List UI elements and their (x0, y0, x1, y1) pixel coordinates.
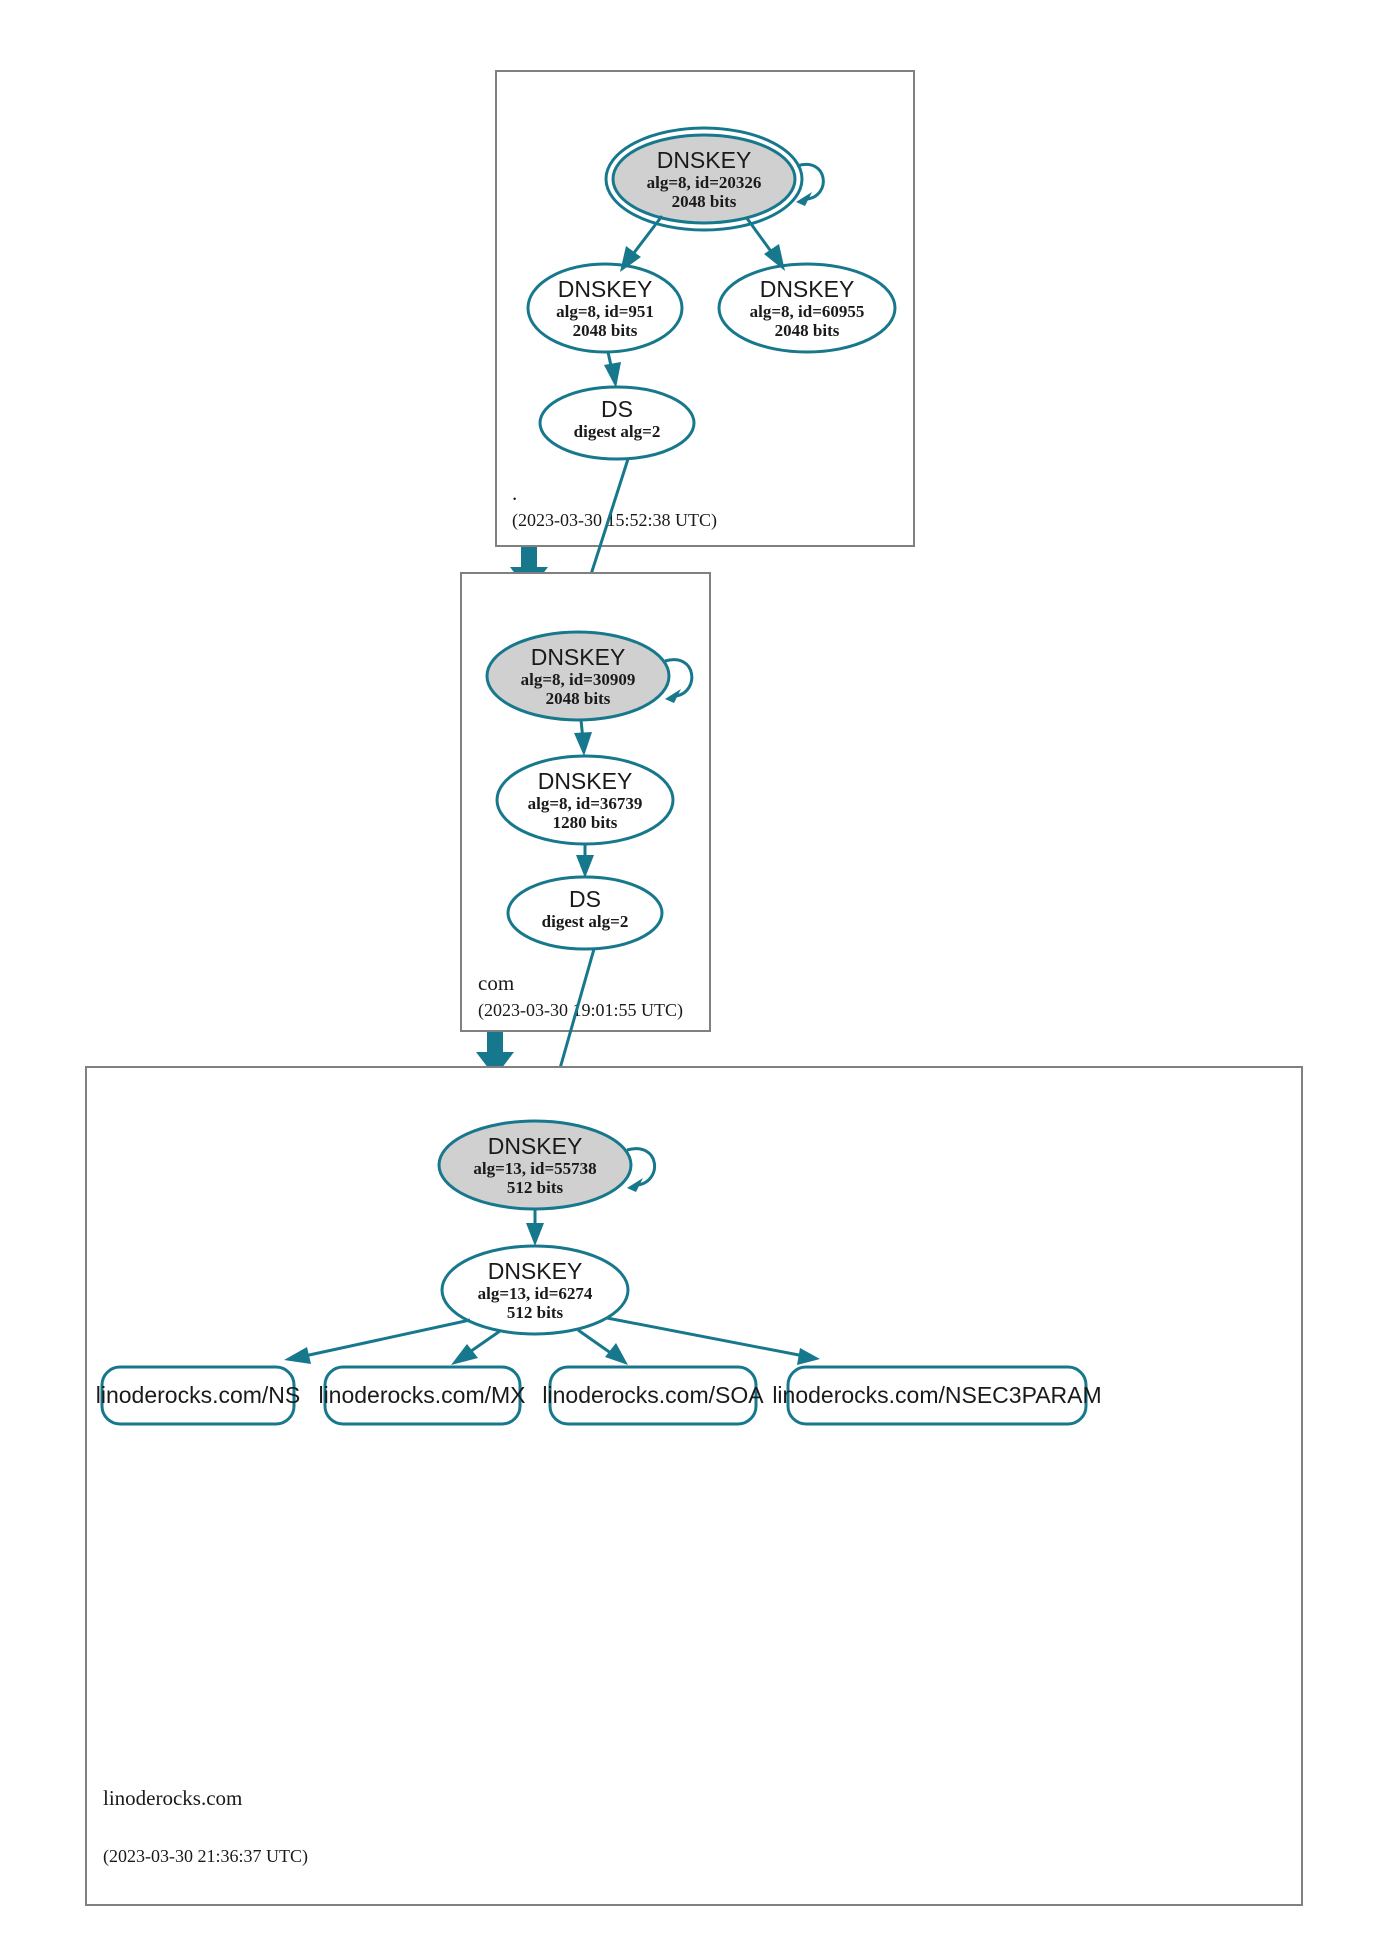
node-root-zsk-60955[interactable]: DNSKEY alg=8, id=60955 2048 bits (717, 262, 897, 354)
edge-lrksk-to-lrzsk (526, 1209, 544, 1246)
dnskey-sep-ellipse (485, 630, 671, 722)
node-title: DNSKEY (558, 276, 653, 302)
dnskey-sep-ellipse (611, 133, 797, 225)
rrset-box (548, 1365, 758, 1426)
node-com-ds[interactable]: DS digest alg=2 (506, 875, 664, 951)
rrset-label: linoderocks.com/NS (96, 1382, 301, 1408)
rrset-box (100, 1365, 296, 1426)
rrset-node-nsec3param[interactable]: linoderocks.com/NSEC3PARAM (772, 1365, 1102, 1426)
rrset-box (323, 1365, 522, 1426)
node-line2: digest alg=2 (574, 422, 661, 441)
delegation-com-to-linoderocks (476, 1032, 514, 1077)
self-sign-loop-edge (626, 1147, 656, 1187)
node-line2: alg=8, id=951 (556, 302, 654, 321)
dnskey-ellipse (717, 262, 897, 354)
node-line3: 2048 bits (546, 689, 611, 708)
zone-timestamp: (2023-03-30 19:01:55 UTC) (478, 1000, 683, 1021)
node-line2: digest alg=2 (542, 912, 629, 931)
edge-lrzsk-to-mx (451, 1329, 501, 1365)
node-title: DS (601, 396, 633, 422)
rrset-node-mx[interactable]: linoderocks.com/MX (318, 1365, 526, 1426)
trust-anchor-outer-ellipse (604, 126, 804, 232)
edge-rootksk-to-zsk60955 (744, 216, 785, 271)
edge-comksk-to-comzsk (574, 719, 592, 756)
dnskey-ellipse (526, 262, 684, 354)
zone-label: . (512, 481, 517, 505)
node-title: DNSKEY (538, 768, 633, 794)
zone-label: com (478, 971, 514, 995)
node-com-zsk[interactable]: DNSKEY alg=8, id=36739 1280 bits (495, 754, 675, 846)
ds-ellipse (538, 385, 696, 461)
edge-lrzsk-to-soa (577, 1328, 628, 1365)
node-line2: alg=8, id=30909 (521, 670, 636, 689)
node-line3: 1280 bits (553, 813, 618, 832)
node-line2: alg=8, id=36739 (528, 794, 643, 813)
node-line2: alg=8, id=60955 (750, 302, 865, 321)
edge-lrzsk-to-ns (284, 1318, 471, 1364)
delegation-root-to-com (510, 547, 548, 592)
rrset-box (786, 1365, 1088, 1426)
node-line2: alg=8, id=20326 (647, 173, 762, 192)
edge-rootksk-to-zsk951 (620, 215, 664, 272)
node-title: DNSKEY (488, 1258, 583, 1284)
rrset-label: linoderocks.com/SOA (542, 1382, 764, 1408)
edge-lrzsk-to-nsec3param (606, 1316, 820, 1365)
node-com-ksk[interactable]: DNSKEY alg=8, id=30909 2048 bits (485, 630, 694, 722)
zone-linoderocks-border (85, 1066, 1303, 1906)
edge-comzsk-to-comds (576, 844, 594, 878)
node-line3: 512 bits (507, 1178, 564, 1197)
zone-label: linoderocks.com (103, 1786, 242, 1810)
rrset-node-ns[interactable]: linoderocks.com/NS (96, 1365, 301, 1426)
node-line3: 2048 bits (573, 321, 638, 340)
rrset-node-soa[interactable]: linoderocks.com/SOA (542, 1365, 764, 1426)
node-linoderocks-zsk[interactable]: DNSKEY alg=13, id=6274 512 bits (440, 1244, 630, 1336)
node-root-zsk-951[interactable]: DNSKEY alg=8, id=951 2048 bits (526, 262, 684, 354)
node-root-ds[interactable]: DS digest alg=2 (538, 385, 696, 461)
rrset-label: linoderocks.com/MX (318, 1382, 525, 1408)
node-line2: alg=13, id=6274 (478, 1284, 593, 1303)
zone-timestamp: (2023-03-30 21:36:37 UTC) (103, 1846, 308, 1867)
node-title: DNSKEY (488, 1133, 583, 1159)
zone-timestamp: (2023-03-30 15:52:38 UTC) (512, 510, 717, 531)
self-sign-arrowhead (796, 192, 812, 206)
self-sign-arrowhead (665, 689, 681, 703)
node-line3: 2048 bits (672, 192, 737, 211)
node-line2: alg=13, id=55738 (473, 1159, 596, 1178)
self-sign-loop-edge (796, 162, 825, 201)
zone-root[interactable]: DNSKEY alg=8, id=20326 2048 bits DNSKEY … (495, 70, 915, 547)
rrset-label: linoderocks.com/NSEC3PARAM (772, 1382, 1101, 1408)
node-title: DNSKEY (657, 147, 752, 173)
node-title: DNSKEY (531, 644, 626, 670)
node-title: DS (569, 886, 601, 912)
zone-linoderocks[interactable]: DNSKEY alg=13, id=55738 512 bits DNSKEY … (85, 1066, 1303, 1906)
node-line3: 2048 bits (775, 321, 840, 340)
self-sign-arrowhead (627, 1178, 643, 1192)
node-line3: 512 bits (507, 1303, 564, 1322)
self-sign-loop-edge (664, 658, 694, 698)
node-root-ksk[interactable]: DNSKEY alg=8, id=20326 2048 bits (604, 126, 825, 232)
zone-com[interactable]: DNSKEY alg=8, id=30909 2048 bits DNSKEY … (460, 572, 711, 1032)
edge-zsk951-to-ds (604, 351, 621, 388)
node-title: DNSKEY (760, 276, 855, 302)
node-linoderocks-ksk[interactable]: DNSKEY alg=13, id=55738 512 bits (437, 1119, 656, 1211)
